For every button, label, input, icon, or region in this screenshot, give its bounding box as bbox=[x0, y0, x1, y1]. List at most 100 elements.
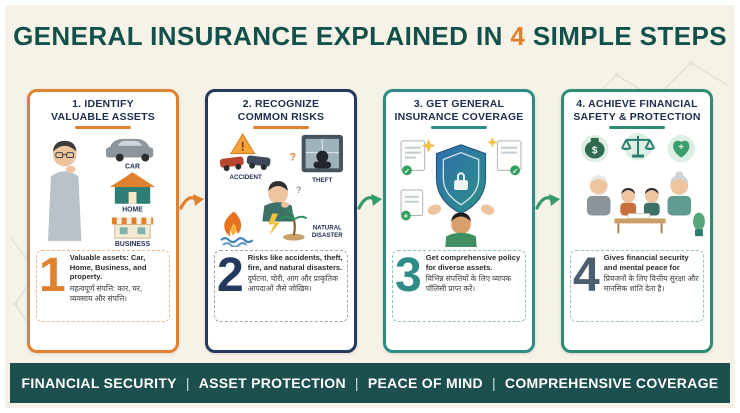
step-description-en: Get comprehensive policy for diverse ass… bbox=[425, 252, 521, 272]
step-4-summary: 4 Gives financial security and mental pe… bbox=[570, 248, 704, 322]
svg-text:+: + bbox=[679, 141, 684, 151]
home-label: HOME bbox=[122, 206, 143, 213]
business-label: BUSINESS bbox=[115, 241, 151, 247]
footer-item-comprehensive-coverage: COMPREHENSIVE COVERAGE bbox=[504, 375, 719, 391]
plus-icon: + bbox=[404, 211, 409, 220]
step-description: Risks like accidents, theft, fire, and n… bbox=[248, 253, 344, 294]
step-4-illustration: $ + bbox=[570, 131, 708, 247]
title-prefix: GENERAL INSURANCE EXPLAINED IN bbox=[13, 21, 511, 51]
step-2-summary: 2 Risks like accidents, theft, fire, and… bbox=[214, 248, 348, 322]
step-1-illustration: CAR HOME BUSINESS bbox=[36, 131, 174, 247]
lightning-icon bbox=[268, 213, 281, 235]
footer-item-peace-of-mind: PEACE OF MIND bbox=[367, 375, 483, 391]
question-mark: ? bbox=[290, 151, 297, 163]
fire-icon bbox=[224, 211, 242, 236]
policyholder-person-illustration bbox=[445, 212, 477, 247]
step-description-hi: विभिन्न संपत्तियों के लिए व्यापक पॉलिसी … bbox=[425, 274, 512, 294]
scales-icon bbox=[620, 135, 656, 158]
question-mark: ? bbox=[296, 185, 301, 195]
policy-document-icon: ✓ bbox=[400, 140, 426, 175]
step-description-en: Risks like accidents, theft, fire, and n… bbox=[247, 252, 343, 272]
policy-document-icon: ✓ bbox=[496, 140, 522, 175]
infographic-canvas: GENERAL INSURANCE EXPLAINED IN 4 SIMPLE … bbox=[5, 5, 735, 408]
title-underline bbox=[253, 126, 309, 129]
steps-row: 1. IDENTIFY VALUABLE ASSETS bbox=[27, 89, 713, 353]
step-number: 2 bbox=[217, 248, 244, 302]
step-1-title-line2: VALUABLE ASSETS bbox=[51, 110, 155, 123]
disaster-label-line2: DISASTER bbox=[312, 232, 343, 239]
arrow-step1-to-step2 bbox=[179, 191, 205, 213]
title-underline bbox=[75, 126, 131, 129]
palm-tree-icon bbox=[280, 209, 308, 241]
home-icon bbox=[109, 171, 156, 204]
step-1-title: 1. IDENTIFY VALUABLE ASSETS bbox=[36, 98, 170, 123]
step-1-summary: 1 Valuable assets: Car, Home, Business, … bbox=[36, 248, 170, 322]
footer-item-asset-protection: ASSET PROTECTION bbox=[198, 375, 346, 391]
step-2-illustration: ! ACCIDENT ? bbox=[214, 131, 352, 247]
coverage-illustration: ✓ + ✓ bbox=[400, 136, 522, 247]
disaster-label-line1: NATURAL bbox=[313, 224, 342, 231]
business-icon bbox=[111, 217, 154, 239]
heart-plus-icon: + bbox=[673, 140, 690, 158]
theft-label: THEFT bbox=[312, 177, 332, 184]
step-4-title: 4. ACHIEVE FINANCIAL SAFETY & PROTECTION bbox=[570, 98, 704, 123]
title-suffix: SIMPLE STEPS bbox=[525, 21, 727, 51]
shield-icon bbox=[435, 143, 487, 214]
step-2-title: 2. RECOGNIZE COMMON RISKS bbox=[214, 98, 348, 123]
step-4-title-line1: 4. ACHIEVE FINANCIAL bbox=[576, 98, 698, 110]
theft-icon bbox=[301, 134, 343, 172]
hand-icon bbox=[427, 204, 442, 215]
study-table bbox=[614, 212, 666, 233]
money-bag-icon: $ bbox=[584, 137, 605, 159]
footer-separator: | bbox=[354, 375, 359, 391]
step-card-4: 4. ACHIEVE FINANCIAL SAFETY & PROTECTION… bbox=[561, 89, 713, 353]
benefits-footer-bar: FINANCIAL SECURITY | ASSET PROTECTION | … bbox=[10, 363, 730, 403]
step-description-en: Gives financial security and mental peac… bbox=[603, 252, 689, 272]
svg-text:!: ! bbox=[241, 140, 245, 153]
assets-illustration: CAR HOME BUSINESS bbox=[47, 138, 156, 247]
step-number: 1 bbox=[39, 248, 66, 302]
title-highlight: 4 bbox=[510, 21, 526, 51]
step-card-3: 3. GET GENERAL INSURANCE COVERAGE bbox=[383, 89, 535, 353]
curved-arrow-icon bbox=[535, 194, 560, 210]
grandfather-figure bbox=[586, 174, 611, 216]
accident-label: ACCIDENT bbox=[229, 174, 262, 181]
thinking-person-illustration bbox=[47, 140, 82, 241]
svg-text:$: $ bbox=[592, 145, 598, 156]
step-number: 4 bbox=[573, 248, 600, 302]
grandmother-figure bbox=[667, 170, 692, 216]
checkmark-icon: ✓ bbox=[404, 168, 410, 175]
step-description: Valuable assets: Car, Home, Business, an… bbox=[70, 253, 166, 304]
step-description-hi: प्रियजनों के लिए वित्तीय सुरक्षा और मानस… bbox=[603, 274, 699, 294]
flood-icon bbox=[220, 236, 254, 247]
family-illustration bbox=[586, 170, 705, 236]
worried-person-illustration bbox=[262, 180, 294, 222]
accident-icon bbox=[219, 155, 271, 171]
curved-arrow-icon bbox=[179, 194, 204, 210]
step-description: Get comprehensive policy for diverse ass… bbox=[426, 253, 522, 294]
step-3-illustration: ✓ + ✓ bbox=[392, 131, 530, 247]
checkmark-icon: ✓ bbox=[512, 168, 518, 175]
policy-document-icon: + bbox=[400, 189, 424, 220]
plant-icon bbox=[693, 212, 705, 236]
family-security-illustration: $ + bbox=[581, 132, 705, 236]
step-description-hi: दुर्घटना, चोरी, आग और प्राकृतिक आपदाओं ज… bbox=[247, 274, 338, 294]
step-card-1: 1. IDENTIFY VALUABLE ASSETS bbox=[27, 89, 179, 353]
step-3-summary: 3 Get comprehensive policy for diverse a… bbox=[392, 249, 526, 322]
step-card-2: 2. RECOGNIZE COMMON RISKS ! bbox=[205, 89, 357, 353]
curved-arrow-icon bbox=[357, 194, 382, 210]
page-title: GENERAL INSURANCE EXPLAINED IN 4 SIMPLE … bbox=[5, 21, 735, 52]
title-underline bbox=[609, 126, 665, 129]
arrow-step3-to-step4 bbox=[535, 191, 561, 213]
arrow-step2-to-step3 bbox=[357, 191, 383, 213]
sparkle-icon bbox=[487, 136, 498, 148]
step-description: Gives financial security and mental peac… bbox=[604, 253, 700, 294]
title-underline bbox=[431, 126, 487, 129]
step-2-title-line1: 2. RECOGNIZE bbox=[242, 98, 320, 110]
car-icon bbox=[105, 138, 154, 162]
step-description-hi: महत्वपूर्ण संपत्ति: कार, घर, व्यवसाय और … bbox=[69, 284, 143, 304]
step-1-title-line1: 1. IDENTIFY bbox=[72, 98, 134, 110]
step-4-title-line2: SAFETY & PROTECTION bbox=[573, 110, 701, 123]
step-3-title-line1: 3. GET GENERAL bbox=[413, 98, 505, 110]
warning-icon: ! bbox=[230, 132, 256, 154]
